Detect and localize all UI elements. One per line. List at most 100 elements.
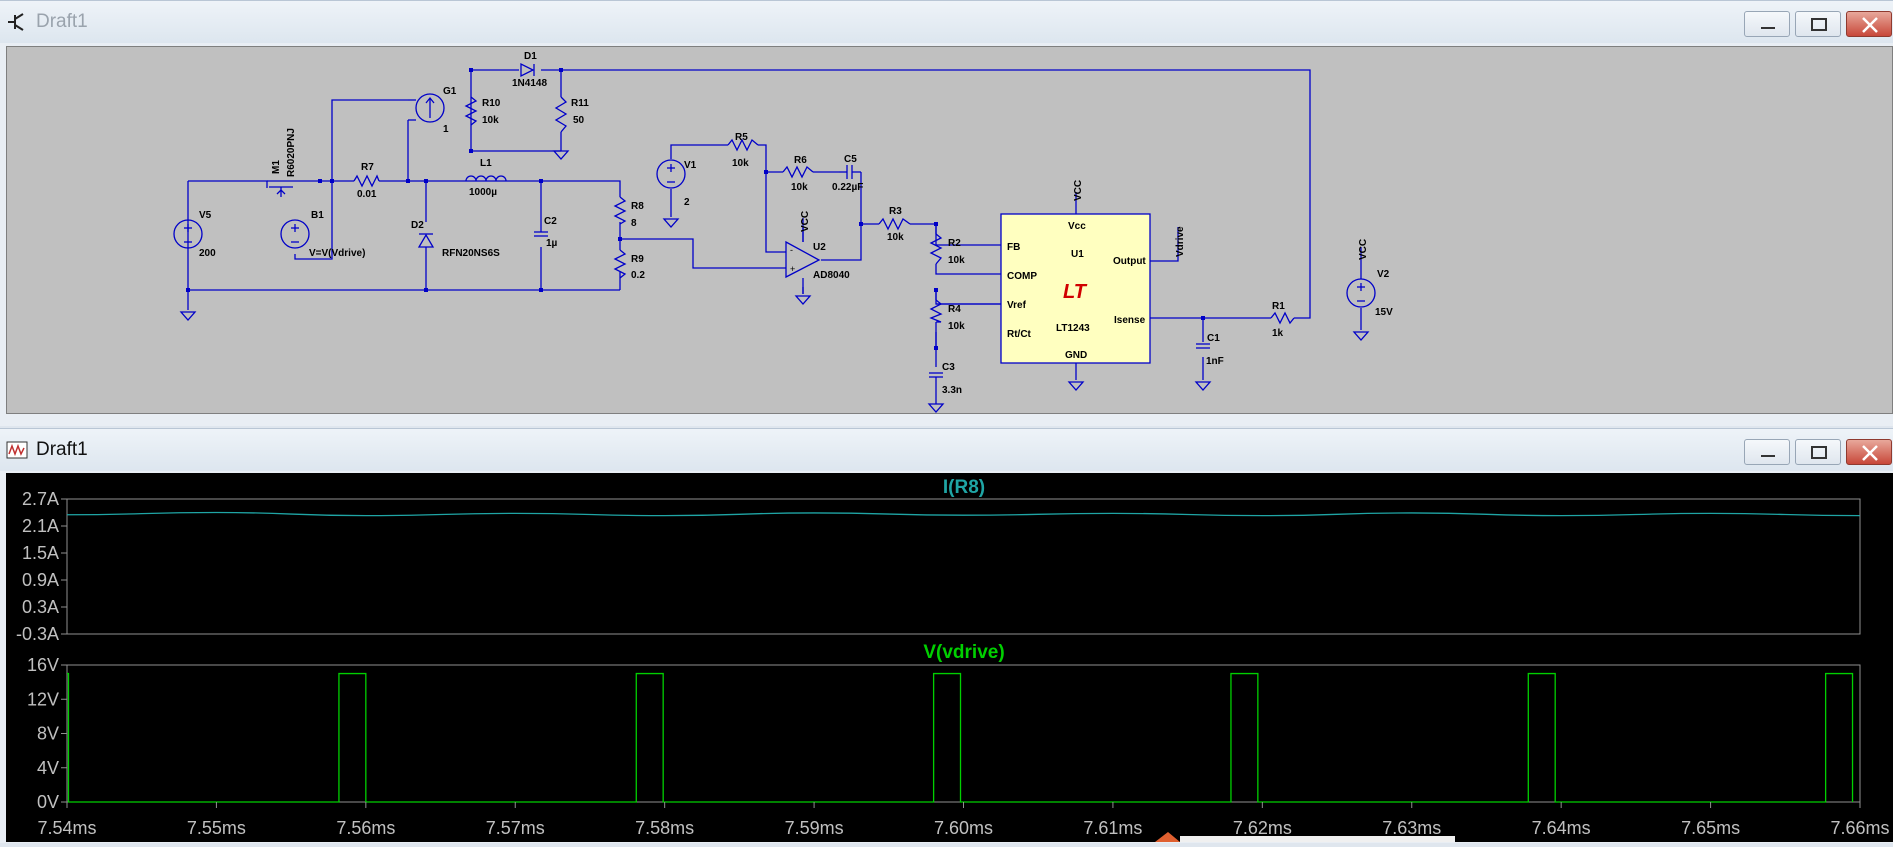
schematic-drawing[interactable]: - + <box>7 47 1892 413</box>
voltage-y-tick-label: 0V <box>37 792 59 812</box>
close-button[interactable] <box>1846 439 1892 465</box>
c3-value: 3.3n <box>942 385 962 396</box>
waveform-plots[interactable]: I(R8) 2.7A 2.1A 1.5A 0.9A 0.3A -0.3A V(vdrive… <box>6 473 1893 842</box>
r11-value: 50 <box>573 115 585 126</box>
voltage-y-tick-label: 8V <box>37 724 59 744</box>
restore-icon <box>1811 18 1827 31</box>
waveform-titlebar[interactable]: Draft1 <box>0 429 1893 471</box>
r10-value: 10k <box>482 115 499 126</box>
c2-value: 1µ <box>546 238 558 249</box>
r2-value: 10k <box>948 255 965 266</box>
c2-name: C2 <box>544 216 557 227</box>
svg-text:+: + <box>790 264 795 274</box>
schematic-titlebar[interactable]: Draft1 <box>0 1 1893 43</box>
u2-name: U2 <box>813 242 826 253</box>
r11-name: R11 <box>571 98 589 109</box>
voltage-plot-frame <box>66 664 1861 803</box>
r4-value: 10k <box>948 321 965 332</box>
voltage-y-tick-label: 16V <box>27 655 59 675</box>
v2-vcc-flag: VCC <box>1358 239 1369 260</box>
component-symbols: - + <box>173 62 1376 413</box>
x-tick-label: 7.56ms <box>336 818 395 838</box>
current-trace-label[interactable]: I(R8) <box>943 477 985 498</box>
u1-pin-rtct: Rt/Ct <box>1007 329 1032 340</box>
r2-name: R2 <box>948 238 961 249</box>
schematic-window: Draft1 <box>0 0 1893 414</box>
g1-value: 1 <box>443 124 449 135</box>
r1-value: 1k <box>1272 328 1284 339</box>
u2-part: AD8040 <box>813 270 850 281</box>
u2-vcc-flag: VCC <box>800 211 811 232</box>
d1-name: D1 <box>524 51 537 62</box>
r5-value: 10k <box>732 158 749 169</box>
x-tick-label: 7.64ms <box>1532 818 1591 838</box>
schematic-canvas[interactable]: - + <box>6 46 1893 414</box>
restore-icon <box>1811 446 1827 459</box>
current-y-tick-label: 1.5A <box>22 543 59 563</box>
r8-value: 8 <box>631 218 637 229</box>
svg-text:-: - <box>790 245 793 255</box>
waveform-window-title: Draft1 <box>36 439 88 460</box>
r10-name: R10 <box>482 98 501 109</box>
u1-part: LT1243 <box>1056 323 1090 334</box>
d1-part: 1N4148 <box>512 78 547 89</box>
x-tick-label: 7.61ms <box>1083 818 1142 838</box>
current-y-tick-label: 2.1A <box>22 516 59 536</box>
v2-name: V2 <box>1377 269 1390 280</box>
v5-name: V5 <box>199 210 212 221</box>
l1-name: L1 <box>480 158 492 169</box>
current-trace-line <box>66 511 1861 517</box>
d2-part: RFN20NS6S <box>442 248 500 259</box>
lt-logo: LT <box>1063 281 1088 303</box>
b1-name: B1 <box>311 210 324 221</box>
voltage-y-tick-label: 12V <box>27 689 59 709</box>
current-plot-frame <box>66 498 1861 635</box>
x-tick-label: 7.54ms <box>37 818 96 838</box>
x-tick-label: 7.58ms <box>635 818 694 838</box>
x-tick-label: 7.65ms <box>1681 818 1740 838</box>
x-tick-label: 7.59ms <box>785 818 844 838</box>
wires <box>187 69 1362 380</box>
vdrive-net-label: Vdrive <box>1175 226 1186 257</box>
minimize-button[interactable] <box>1744 11 1790 37</box>
voltage-y-tick-label: 4V <box>37 758 59 778</box>
c5-name: C5 <box>844 154 857 165</box>
b1-value: V=V(Vdrive) <box>309 248 365 259</box>
current-y-tick-label: 2.7A <box>22 489 59 509</box>
close-icon <box>1862 445 1878 461</box>
d2-name: D2 <box>411 220 424 231</box>
close-button[interactable] <box>1846 11 1892 37</box>
l1-value: 1000µ <box>469 187 497 198</box>
u1-vcc-flag: VCC <box>1073 180 1084 201</box>
m1-part: R6020PNJ <box>286 128 297 177</box>
u1-pin-vref: Vref <box>1007 300 1027 311</box>
maximize-button[interactable] <box>1795 11 1841 37</box>
current-y-tick-label: 0.3A <box>22 597 59 617</box>
voltage-trace-label[interactable]: V(vdrive) <box>923 642 1004 663</box>
r6-value: 10k <box>791 182 808 193</box>
voltage-trace-line <box>67 672 1854 803</box>
r1-name: R1 <box>1272 301 1285 312</box>
maximize-button[interactable] <box>1795 439 1841 465</box>
r3-value: 10k <box>887 232 904 243</box>
g1-name: G1 <box>443 86 457 97</box>
x-tick-label: 7.63ms <box>1382 818 1441 838</box>
r4-name: R4 <box>948 304 961 315</box>
current-y-tick-label: 0.9A <box>22 570 59 590</box>
current-y-tick-label: -0.3A <box>16 624 59 644</box>
c1-name: C1 <box>1207 333 1220 344</box>
u1-chip-body[interactable] <box>1000 213 1151 364</box>
u1-pin-fb: FB <box>1007 242 1020 253</box>
plot-pane[interactable]: I(R8) 2.7A 2.1A 1.5A 0.9A 0.3A -0.3A V(vdrive… <box>6 473 1893 842</box>
r5-name: R5 <box>735 132 748 143</box>
minimize-button[interactable] <box>1744 439 1790 465</box>
x-tick-label: 7.60ms <box>934 818 993 838</box>
v1-name: V1 <box>684 160 697 171</box>
m1-name: M1 <box>271 160 282 174</box>
c1-value: 1nF <box>1206 356 1224 367</box>
c3-name: C3 <box>942 362 955 373</box>
minimize-icon <box>1761 455 1775 457</box>
close-icon <box>1862 17 1878 33</box>
v2-value: 15V <box>1375 307 1393 318</box>
r3-name: R3 <box>889 206 902 217</box>
